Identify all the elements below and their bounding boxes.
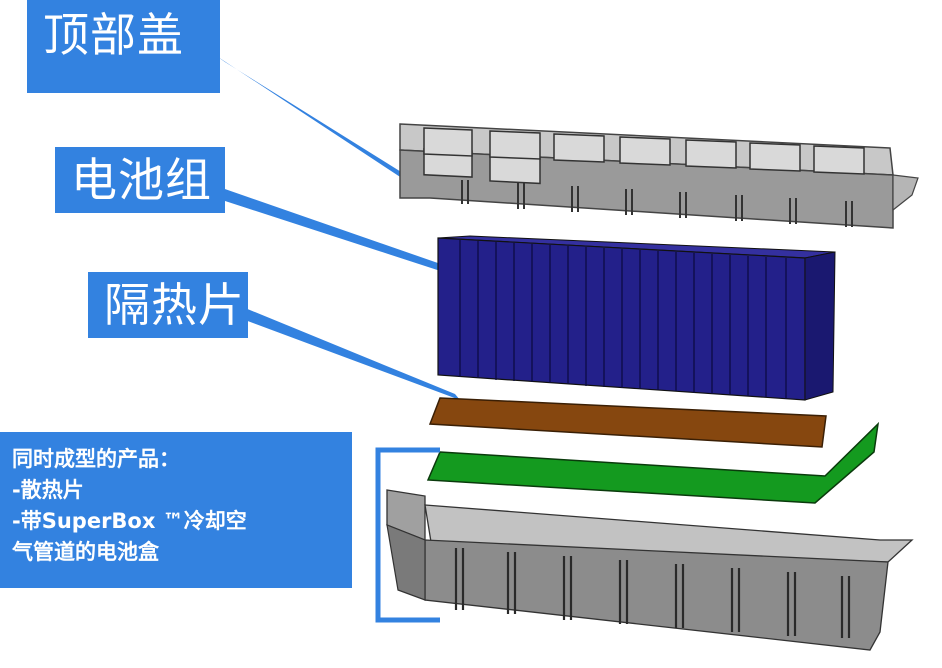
note-line-4: 气管道的电池盒 — [12, 540, 159, 564]
callout-pointer-battery-pack — [222, 188, 462, 278]
note-line-3: -带SuperBox ™冷却空 — [12, 509, 247, 533]
callout-pointer-top-cover — [215, 55, 430, 190]
group-bracket — [375, 447, 440, 623]
battery-cell-stack — [437, 235, 836, 401]
note-line-1: 同时成型的产品： — [12, 447, 180, 471]
co-molded-products-note: 同时成型的产品： -散热片 -带SuperBox ™冷却空 气管道的电池盒 — [0, 432, 352, 588]
battery-box-housing — [386, 489, 914, 651]
callout-pointer-insulation-sheet — [245, 308, 460, 400]
top-cover-part — [399, 123, 919, 229]
label-battery-pack: 电池组 — [55, 147, 225, 213]
heatsink-part — [426, 421, 880, 504]
label-top-cover: 顶部盖 — [27, 0, 220, 93]
note-line-2: -散热片 — [12, 478, 84, 502]
label-insulation-sheet: 隔热片 — [88, 272, 248, 338]
insulation-sheet-part — [428, 397, 827, 448]
